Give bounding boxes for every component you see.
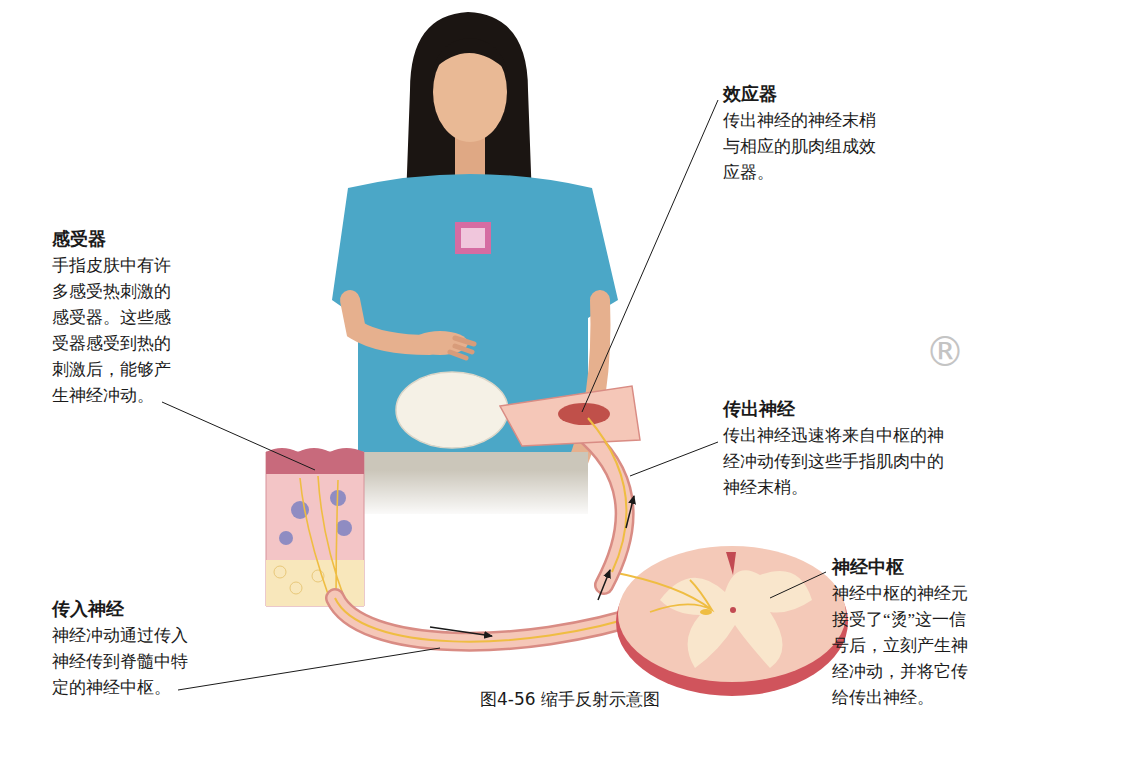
figure-caption: 图4-56 缩手反射示意图 xyxy=(480,688,660,710)
leader-line xyxy=(770,572,826,598)
leader-line xyxy=(582,100,718,412)
afferent-nerve xyxy=(335,598,650,642)
callout-heading: 效应器 xyxy=(723,83,777,105)
callout-text: 传出神经迅速将来自中枢的神经冲动传到这些手指肌肉中的神经末梢。 xyxy=(723,423,947,501)
callout-heading: 感受器 xyxy=(52,228,106,250)
callout-text: 神经冲动通过传入神经传到脊髓中特定的神经中枢。 xyxy=(52,623,191,701)
leader-line xyxy=(630,442,718,476)
callout-heading: 传入神经 xyxy=(52,598,124,620)
efferent-nerve xyxy=(500,386,640,600)
leader-line xyxy=(178,648,440,690)
callout-text: 神经中枢的神经元接受了“烫”这一信号后，立刻产生神经冲动，并将它传给传出神经。 xyxy=(832,581,971,711)
spinal-cord xyxy=(612,546,848,696)
watermark: ® xyxy=(925,330,965,374)
skin-block xyxy=(266,448,364,606)
callout-heading: 神经中枢 xyxy=(832,556,904,578)
callout-heading: 传出神经 xyxy=(723,398,795,420)
leader-line xyxy=(162,402,315,470)
leader-lines xyxy=(162,100,826,690)
callout-text: 传出神经的神经末梢与相应的肌肉组成效应器。 xyxy=(723,108,879,186)
callout-text: 手指皮肤中有许多感受热刺激的感受器。这些感受器感受到热的刺激后，能够产生神经冲动… xyxy=(52,253,174,409)
